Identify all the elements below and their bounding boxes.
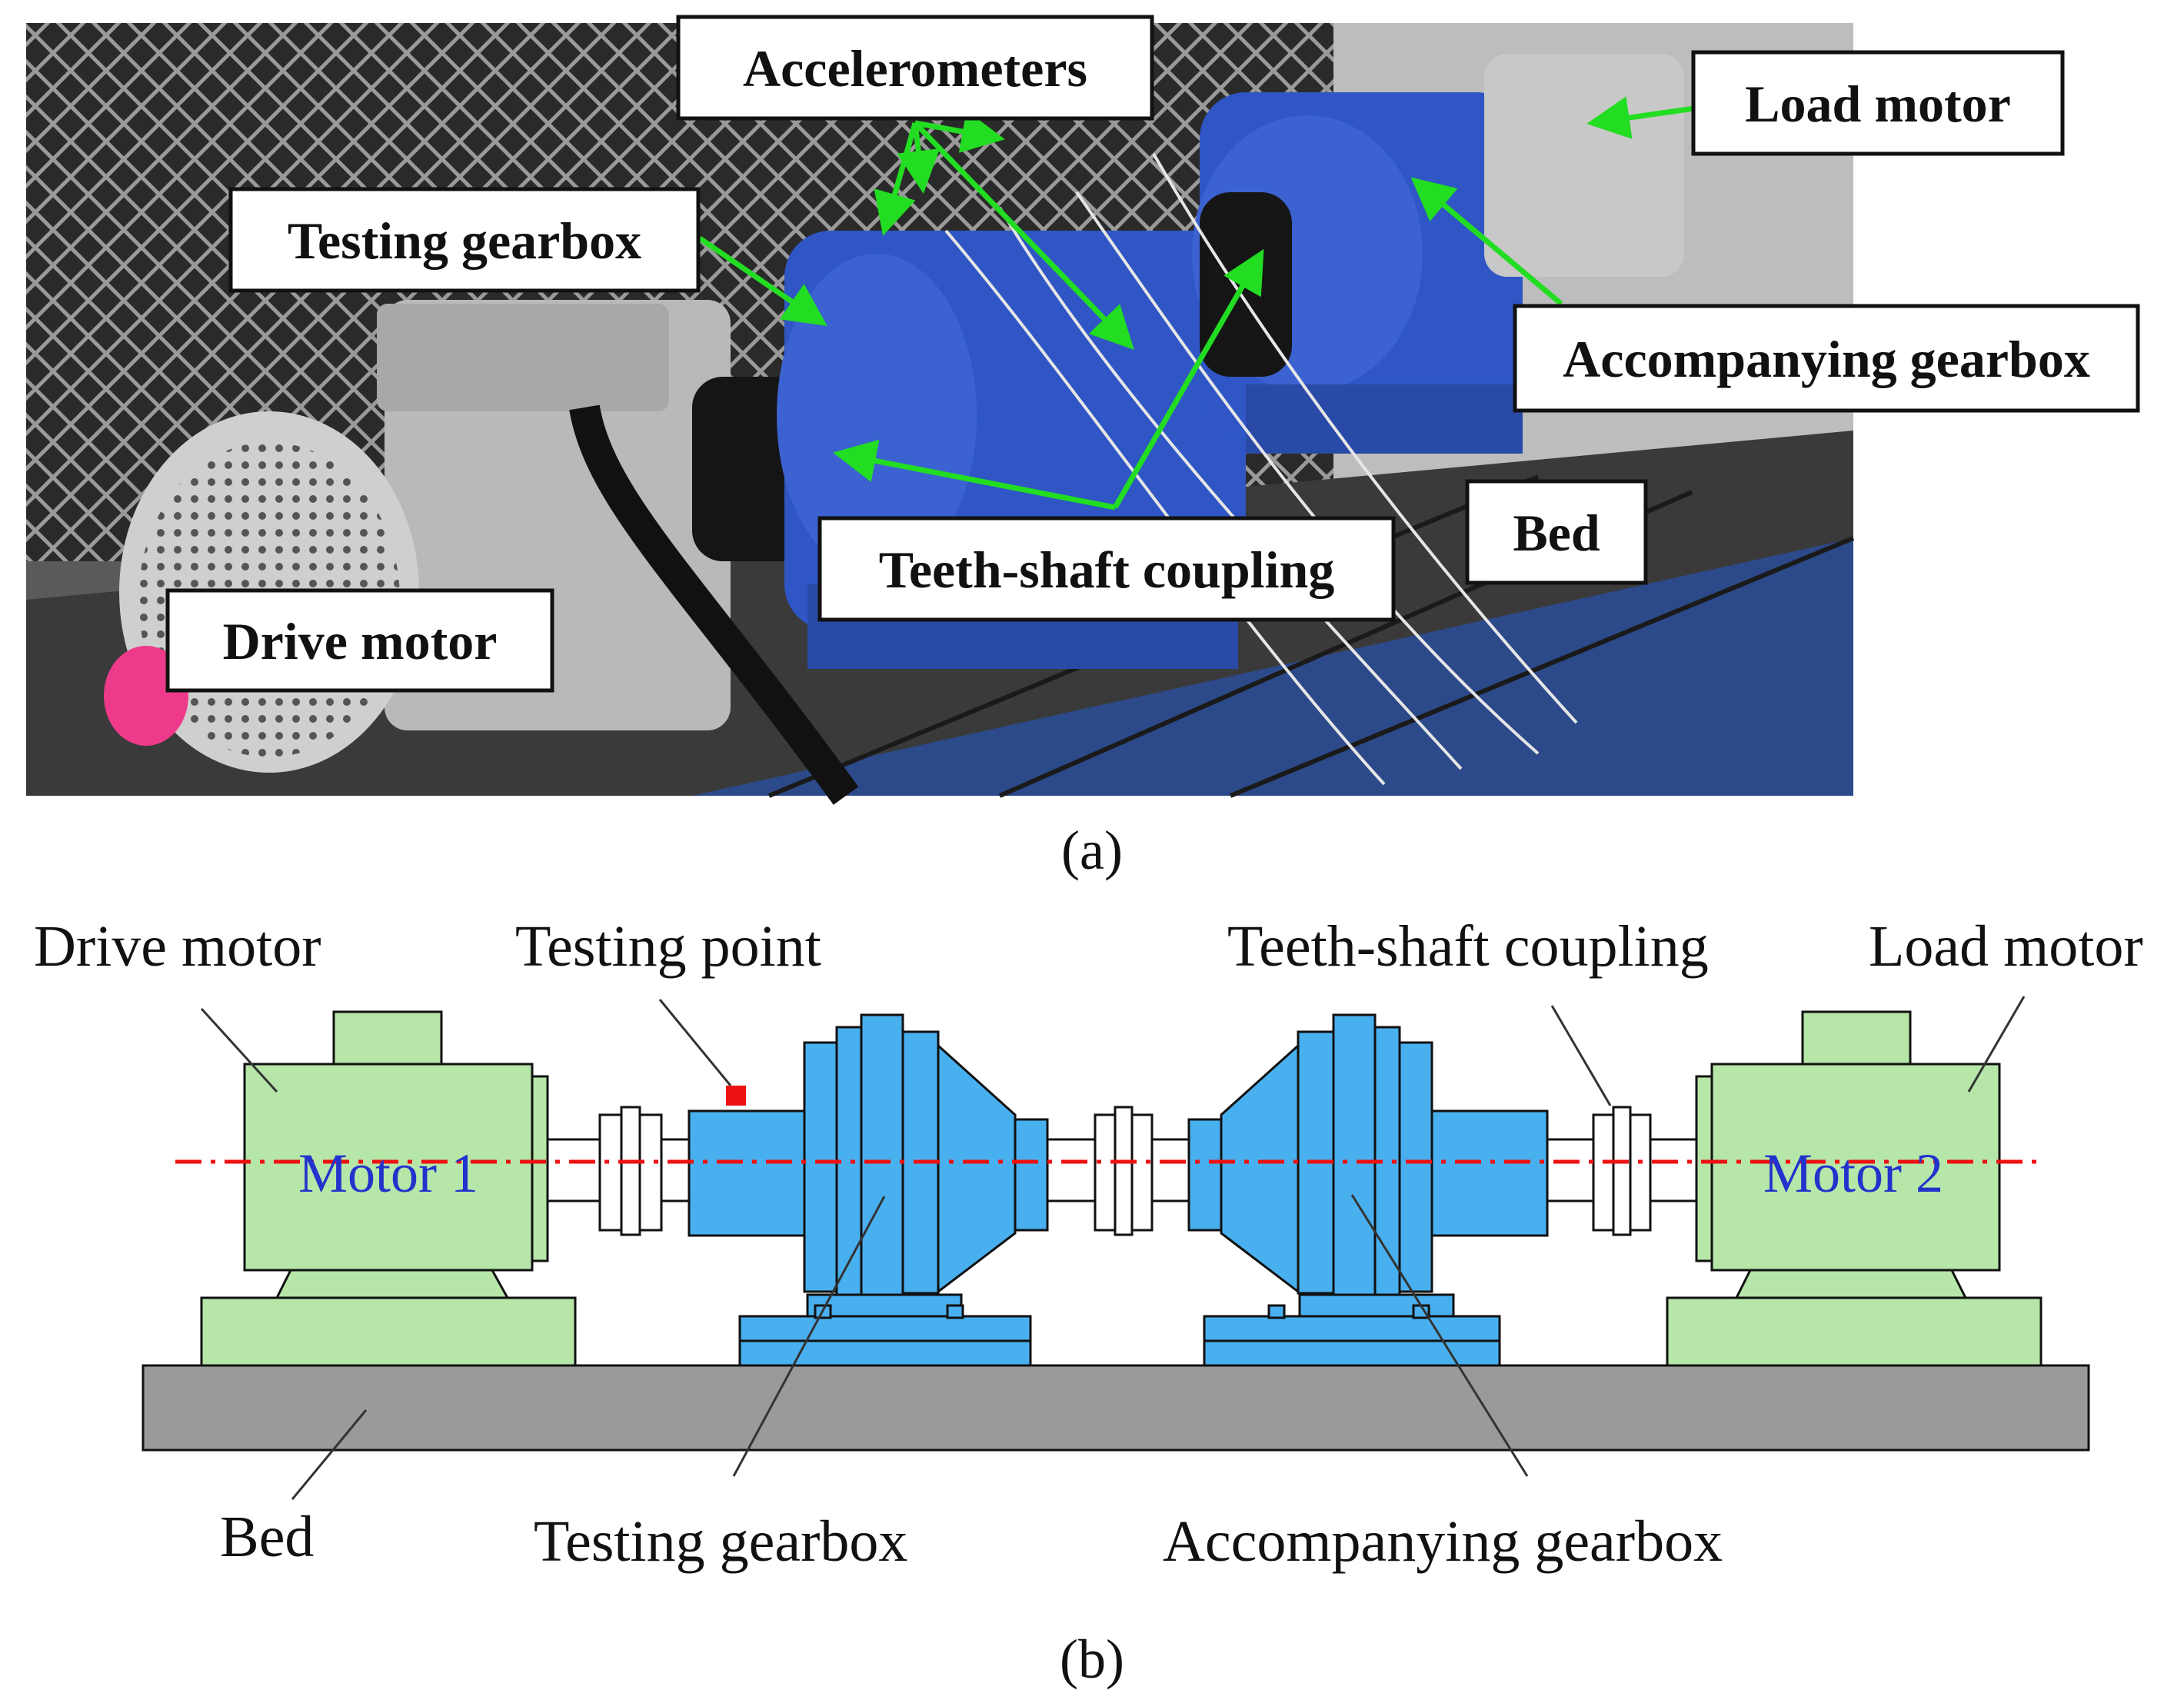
label-load-motor: Load motor xyxy=(1691,50,2065,156)
label-teeth-shaft-coupling-b: Teeth-shaft coupling xyxy=(1227,914,1709,979)
label-drive-motor: Drive motor xyxy=(165,588,554,693)
label-teeth-shaft-coupling: Teeth-shaft coupling xyxy=(817,516,1396,622)
photo-labels: Accelerometers Load motor Testing gearbo… xyxy=(165,15,2140,693)
accompanying-gearbox xyxy=(1187,1013,1549,1367)
label-accelerometers: Accelerometers xyxy=(676,15,1154,121)
label-testing-point: Testing point xyxy=(515,914,821,979)
motor-1-text: Motor 1 xyxy=(298,1143,478,1204)
label-drive-motor-b: Drive motor xyxy=(34,914,321,979)
svg-text:Testing gearbox: Testing gearbox xyxy=(288,211,641,270)
photo-callout-arrows xyxy=(698,96,1700,511)
left-coupling xyxy=(546,1106,691,1236)
label-accompanying-gearbox-b: Accompanying gearbox xyxy=(1163,1509,1723,1574)
label-testing-gearbox: Testing gearbox xyxy=(228,187,701,293)
right-coupling xyxy=(1546,1106,1698,1236)
svg-text:Load motor: Load motor xyxy=(1745,75,2011,133)
testing-point-marker xyxy=(726,1086,746,1106)
label-accompanying-gearbox: Accompanying gearbox xyxy=(1513,304,2140,413)
bed-block xyxy=(141,1364,2090,1452)
svg-text:Bed: Bed xyxy=(1513,504,1600,562)
panel-b-tag: (b) xyxy=(1060,1628,1124,1690)
label-load-motor-b: Load motor xyxy=(1869,914,2143,979)
label-bed-b: Bed xyxy=(220,1505,314,1569)
svg-text:Drive motor: Drive motor xyxy=(223,612,498,670)
svg-text:Accelerometers: Accelerometers xyxy=(743,39,1087,98)
schematic-panel: Motor 1 Motor 2 Drive motor Testing poin… xyxy=(34,914,2143,1574)
leader-lines xyxy=(200,996,2026,1500)
label-testing-gearbox-b: Testing gearbox xyxy=(534,1509,907,1574)
panel-a-tag: (a) xyxy=(1061,820,1123,881)
svg-text:Teeth-shaft coupling: Teeth-shaft coupling xyxy=(879,541,1335,599)
svg-text:Accompanying gearbox: Accompanying gearbox xyxy=(1563,330,2090,388)
middle-coupling xyxy=(1046,1106,1190,1236)
label-bed: Bed xyxy=(1465,479,1648,585)
testing-gearbox xyxy=(687,1013,1049,1367)
motor-2-text: Motor 2 xyxy=(1763,1143,1943,1204)
